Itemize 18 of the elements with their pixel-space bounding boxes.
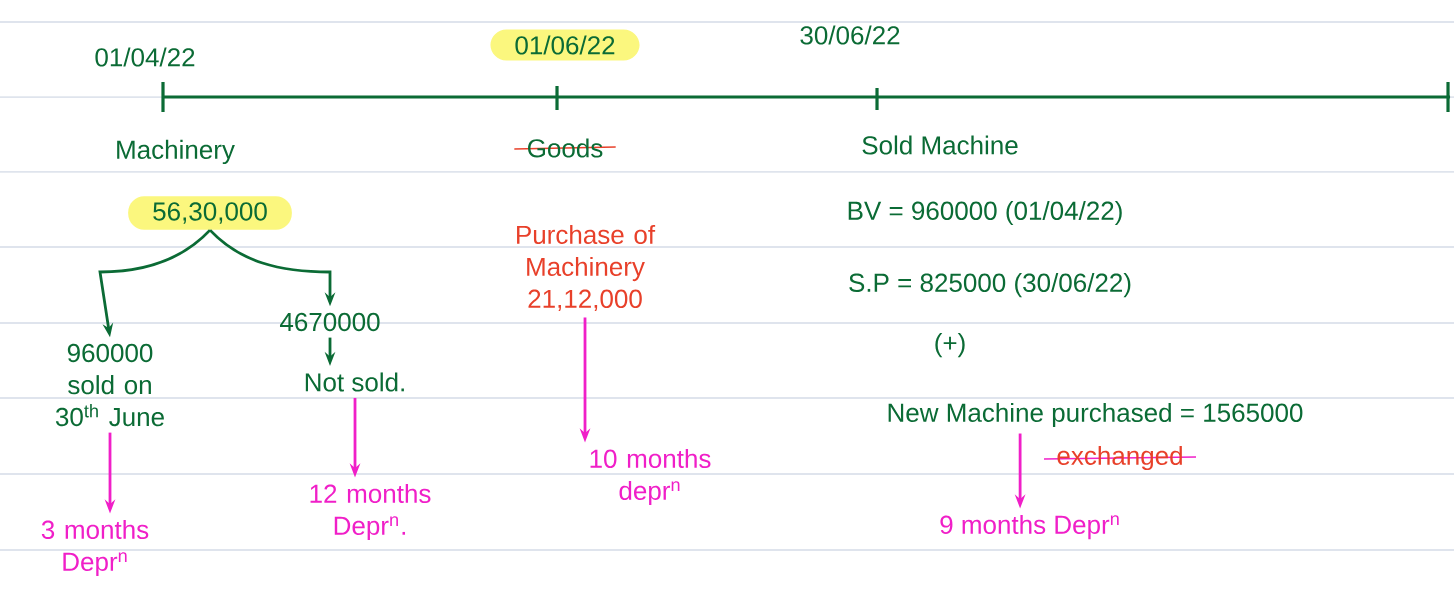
handwritten-text: BV = 960000 (01/04/22) (848, 200, 1122, 226)
handwritten-text: (+) (935, 332, 965, 358)
handwritten-text: 30/06/22 (800, 25, 900, 45)
handwritten-text: 4670000 (280, 312, 380, 332)
handwritten-text: Not sold. (305, 372, 404, 392)
handwritten-text: 10 months depr$^{n}$ (590, 448, 711, 506)
handwritten-text: 12 months Depr$^{n}$. (310, 483, 431, 541)
handwritten-text: Purchase of Machinery 21,12,000 (517, 224, 656, 312)
handwritten-text: Machinery (117, 139, 235, 165)
handwritten-text: S.P = 825000 (30/06/22) (849, 272, 1131, 298)
handwritten-text: 9 months Depr$^{n}$ (940, 514, 1119, 540)
handwritten-text: 3 months Depr$^{n}$ (41, 519, 149, 577)
highlighted-text: 01/06/22 (490, 29, 640, 61)
handwritten-text: New Machine purchased = 1565000 (888, 402, 1303, 428)
handwritten-text: 01/04/22 (95, 47, 195, 67)
handwritten-text: 960000 sold on 30$^{th}$ June (55, 343, 164, 427)
highlighted-text: 56,30,000 (128, 196, 292, 230)
handwritten-text: Sold Machine (862, 135, 1018, 155)
